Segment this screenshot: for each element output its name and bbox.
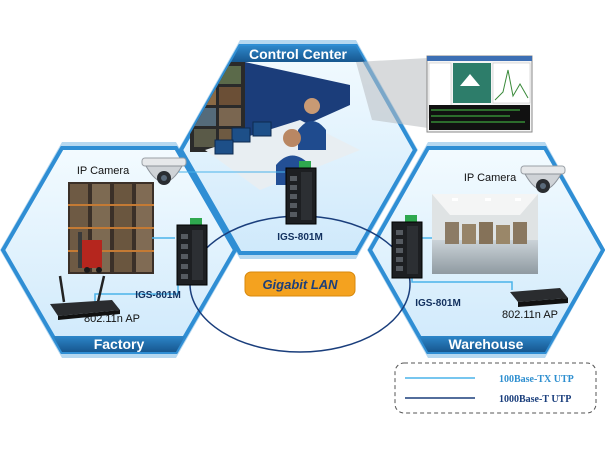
gigabit-lan-badge: Gigabit LAN [244, 271, 356, 297]
industrial-switch-center[interactable] [285, 161, 317, 225]
gigabit-lan-label: Gigabit LAN [262, 277, 338, 292]
operator-figure [298, 98, 326, 150]
legend-label-100base: 100Base-TX UTP [499, 374, 574, 385]
legend: 100Base-TX UTP 1000Base-T UTP [394, 362, 597, 414]
camera-label-factory: IP Camera [77, 165, 130, 177]
factory-zone: Factory [0, 142, 238, 358]
ap-label-factory: 802.11n AP [84, 313, 140, 325]
warehouse-label: Warehouse [449, 336, 524, 352]
wireless-ap-warehouse[interactable] [510, 288, 568, 307]
camera-label-warehouse: IP Camera [464, 172, 517, 184]
industrial-switch-factory[interactable] [176, 218, 208, 286]
switch-label-center: IGS-801M [277, 232, 323, 243]
wireless-ap-factory[interactable] [50, 275, 120, 320]
dome-camera-factory[interactable] [141, 157, 187, 185]
ap-label-warehouse: 802.11n AP [502, 309, 558, 321]
legend-label-1000base: 1000Base-T UTP [499, 394, 571, 405]
control-center-label: Control Center [249, 46, 348, 62]
factory-label: Factory [94, 336, 145, 352]
monitoring-software-callout [356, 55, 533, 133]
switch-label-factory: IGS-801M [135, 290, 181, 301]
industrial-switch-warehouse[interactable] [391, 215, 423, 279]
dome-camera-warehouse[interactable] [520, 165, 566, 193]
switch-label-warehouse: IGS-801M [415, 298, 461, 309]
